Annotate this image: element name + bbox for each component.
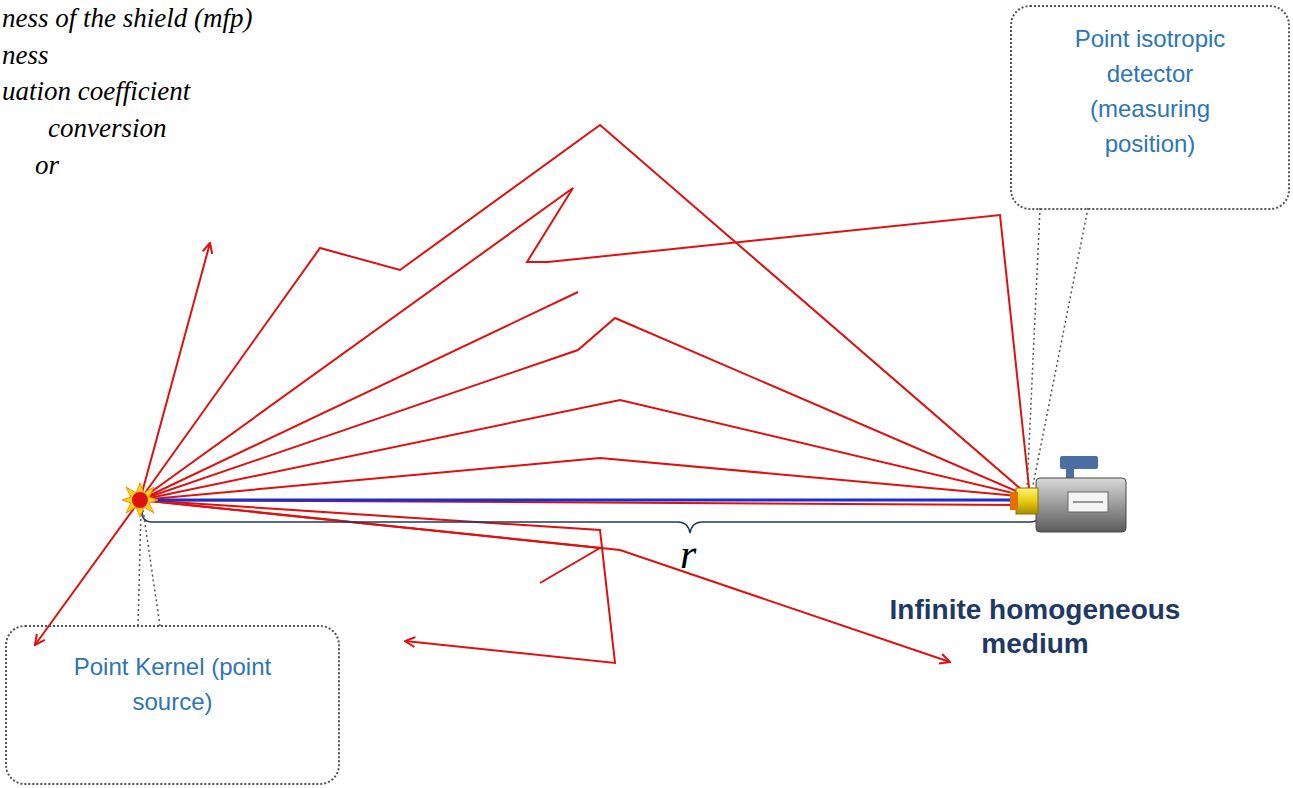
distance-brace bbox=[142, 512, 1040, 533]
legend-note: ness bbox=[2, 40, 49, 71]
detector-icon bbox=[1010, 456, 1126, 532]
direct-path bbox=[148, 499, 1022, 502]
callout-box: Point isotropic detector (measuring posi… bbox=[1010, 5, 1290, 210]
legend-note: uation coefficient bbox=[2, 76, 190, 107]
legend-note: conversion bbox=[48, 113, 166, 144]
photon-paths bbox=[35, 125, 1030, 663]
callout-tails bbox=[138, 208, 1088, 626]
callout-text: Point Kernel (point source) bbox=[73, 649, 273, 719]
medium-label: Infinite homogeneous medium bbox=[865, 593, 1205, 661]
legend-note: ness of the shield (mfp) bbox=[2, 3, 252, 34]
point-source bbox=[122, 483, 158, 517]
legend-note: or bbox=[35, 150, 59, 181]
callout-text: Point isotropic detector (measuring posi… bbox=[1055, 21, 1245, 161]
distance-label: r bbox=[680, 530, 696, 578]
callout-box: Point Kernel (point source) bbox=[5, 625, 340, 785]
